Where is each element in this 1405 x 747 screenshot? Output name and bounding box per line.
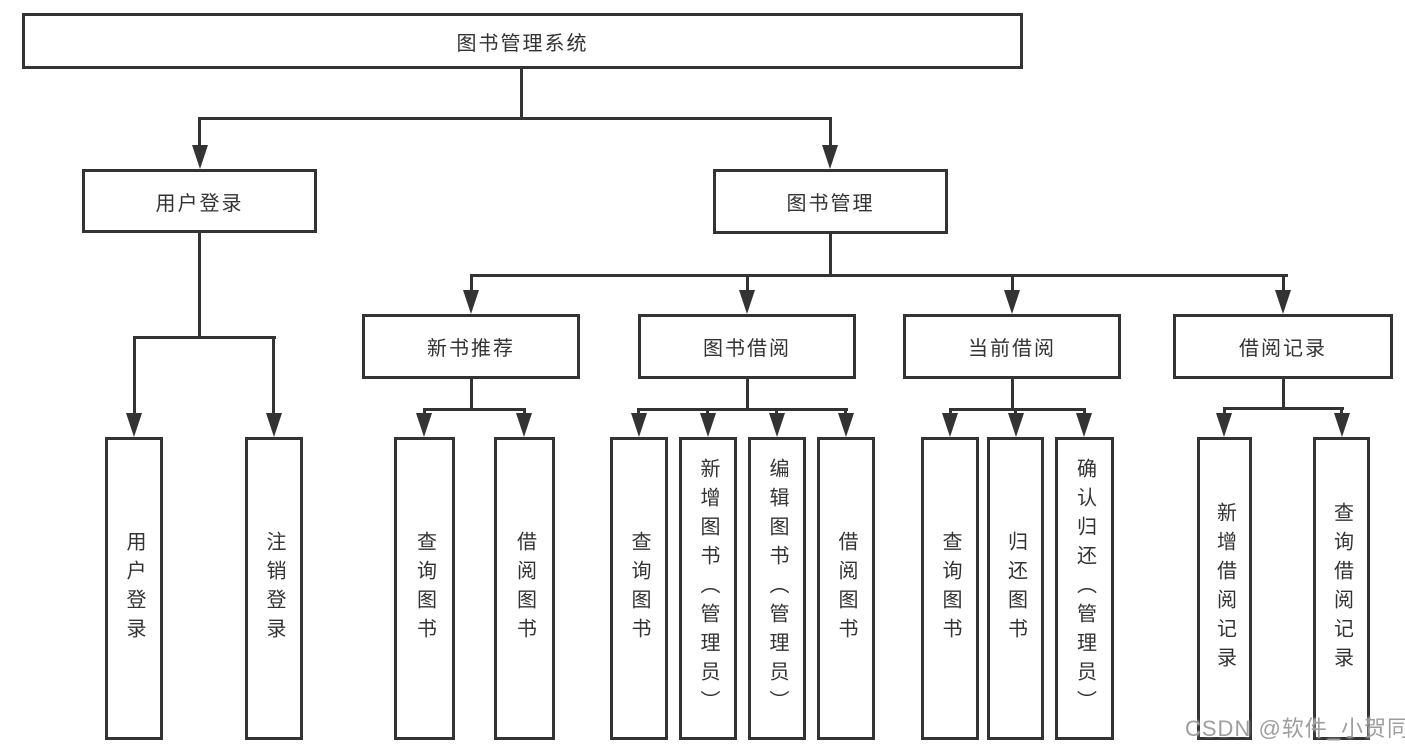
connector-line — [470, 274, 473, 294]
node-borrow-edit: 编辑图书（管理员） — [748, 437, 806, 740]
node-current-query: 查询图书 — [921, 437, 979, 740]
connector-line — [198, 117, 832, 120]
node-borrow-query: 查询图书 — [610, 437, 668, 740]
arrowhead-down-icon — [1334, 413, 1350, 437]
arrowhead-down-icon — [416, 413, 432, 437]
connector-line — [423, 408, 526, 411]
arrowhead-down-icon — [700, 413, 716, 437]
node-current: 当前借阅 — [903, 314, 1121, 379]
node-label: 新书推荐 — [427, 338, 515, 360]
node-root: 图书管理系统 — [22, 13, 1023, 69]
node-label: 查询图书 — [413, 530, 436, 647]
connector-line — [470, 378, 473, 411]
arrowhead-down-icon — [1275, 290, 1291, 314]
node-label: 借阅图书 — [513, 530, 536, 647]
arrowhead-down-icon — [1004, 290, 1020, 314]
connector-line — [829, 117, 832, 148]
node-label: 新增借阅记录 — [1213, 501, 1236, 676]
arrowhead-down-icon — [1076, 413, 1092, 437]
node-label: 新增图书（管理员） — [697, 458, 719, 719]
connector-line — [470, 274, 1288, 277]
connector-line — [949, 408, 1086, 411]
node-label: 借阅图书 — [835, 530, 857, 647]
node-borrow: 图书借阅 — [638, 314, 856, 379]
node-label: 查询图书 — [939, 530, 961, 647]
connector-line — [1011, 274, 1014, 294]
connector-line — [638, 408, 848, 411]
connector-line — [1340, 407, 1343, 418]
node-current-return: 归还图书 — [987, 437, 1044, 740]
node-record-query: 查询借阅记录 — [1313, 437, 1370, 740]
watermark-text: CSDN @软件_小贺同学 — [1185, 716, 1405, 741]
arrowhead-down-icon — [1216, 413, 1232, 437]
connector-line — [746, 378, 749, 411]
arrowhead-down-icon — [769, 413, 785, 437]
connector-line — [133, 336, 136, 417]
connector-line — [1223, 407, 1344, 410]
node-label: 图书管理 — [786, 193, 875, 215]
node-label: 用户登录 — [155, 192, 244, 215]
arrowhead-down-icon — [838, 413, 854, 437]
node-label: 注销登录 — [263, 530, 285, 647]
connector-line — [1282, 378, 1285, 410]
connector-line — [272, 336, 275, 417]
node-label: 确认归还（管理员） — [1073, 458, 1096, 719]
node-label: 图书管理系统 — [456, 32, 589, 55]
arrowhead-down-icon — [192, 145, 208, 169]
node-rec-borrow: 借阅图书 — [494, 437, 555, 740]
node-label: 用户登录 — [123, 530, 145, 647]
node-label: 查询借阅记录 — [1330, 501, 1353, 676]
connector-line — [1223, 407, 1226, 418]
node-label: 查询图书 — [628, 530, 650, 647]
node-label: 归还图书 — [1004, 530, 1027, 647]
node-rec-query: 查询图书 — [394, 437, 455, 740]
connector-line — [1011, 378, 1014, 411]
node-login-user: 用户登录 — [105, 437, 163, 740]
node-login: 用户登录 — [82, 169, 317, 233]
node-label: 借阅记录 — [1239, 338, 1327, 360]
node-label: 图书借阅 — [703, 338, 791, 360]
arrowhead-down-icon — [822, 145, 838, 169]
node-label: 当前借阅 — [968, 338, 1056, 360]
connector-line — [133, 336, 276, 339]
arrowhead-down-icon — [463, 290, 479, 314]
node-record-add: 新增借阅记录 — [1197, 437, 1252, 740]
arrowhead-down-icon — [739, 290, 755, 314]
node-current-confirm: 确认归还（管理员） — [1055, 437, 1114, 740]
connector-line — [198, 117, 201, 148]
arrowhead-down-icon — [631, 413, 647, 437]
node-borrow-lend: 借阅图书 — [817, 437, 875, 740]
connector-line — [520, 69, 523, 120]
node-rec: 新书推荐 — [362, 314, 580, 379]
arrowhead-down-icon — [126, 413, 142, 437]
connector-line — [1282, 274, 1285, 294]
node-login-logout: 注销登录 — [245, 437, 303, 740]
arrowhead-down-icon — [942, 413, 958, 437]
node-record: 借阅记录 — [1173, 314, 1393, 379]
node-label: 编辑图书（管理员） — [766, 458, 788, 719]
node-mgmt: 图书管理 — [713, 169, 948, 234]
arrowhead-down-icon — [1008, 413, 1024, 437]
connector-line — [746, 274, 749, 294]
connector-line — [198, 232, 201, 339]
node-borrow-add: 新增图书（管理员） — [679, 437, 737, 740]
arrowhead-down-icon — [266, 413, 282, 437]
arrowhead-down-icon — [516, 413, 532, 437]
connector-line — [829, 233, 832, 277]
